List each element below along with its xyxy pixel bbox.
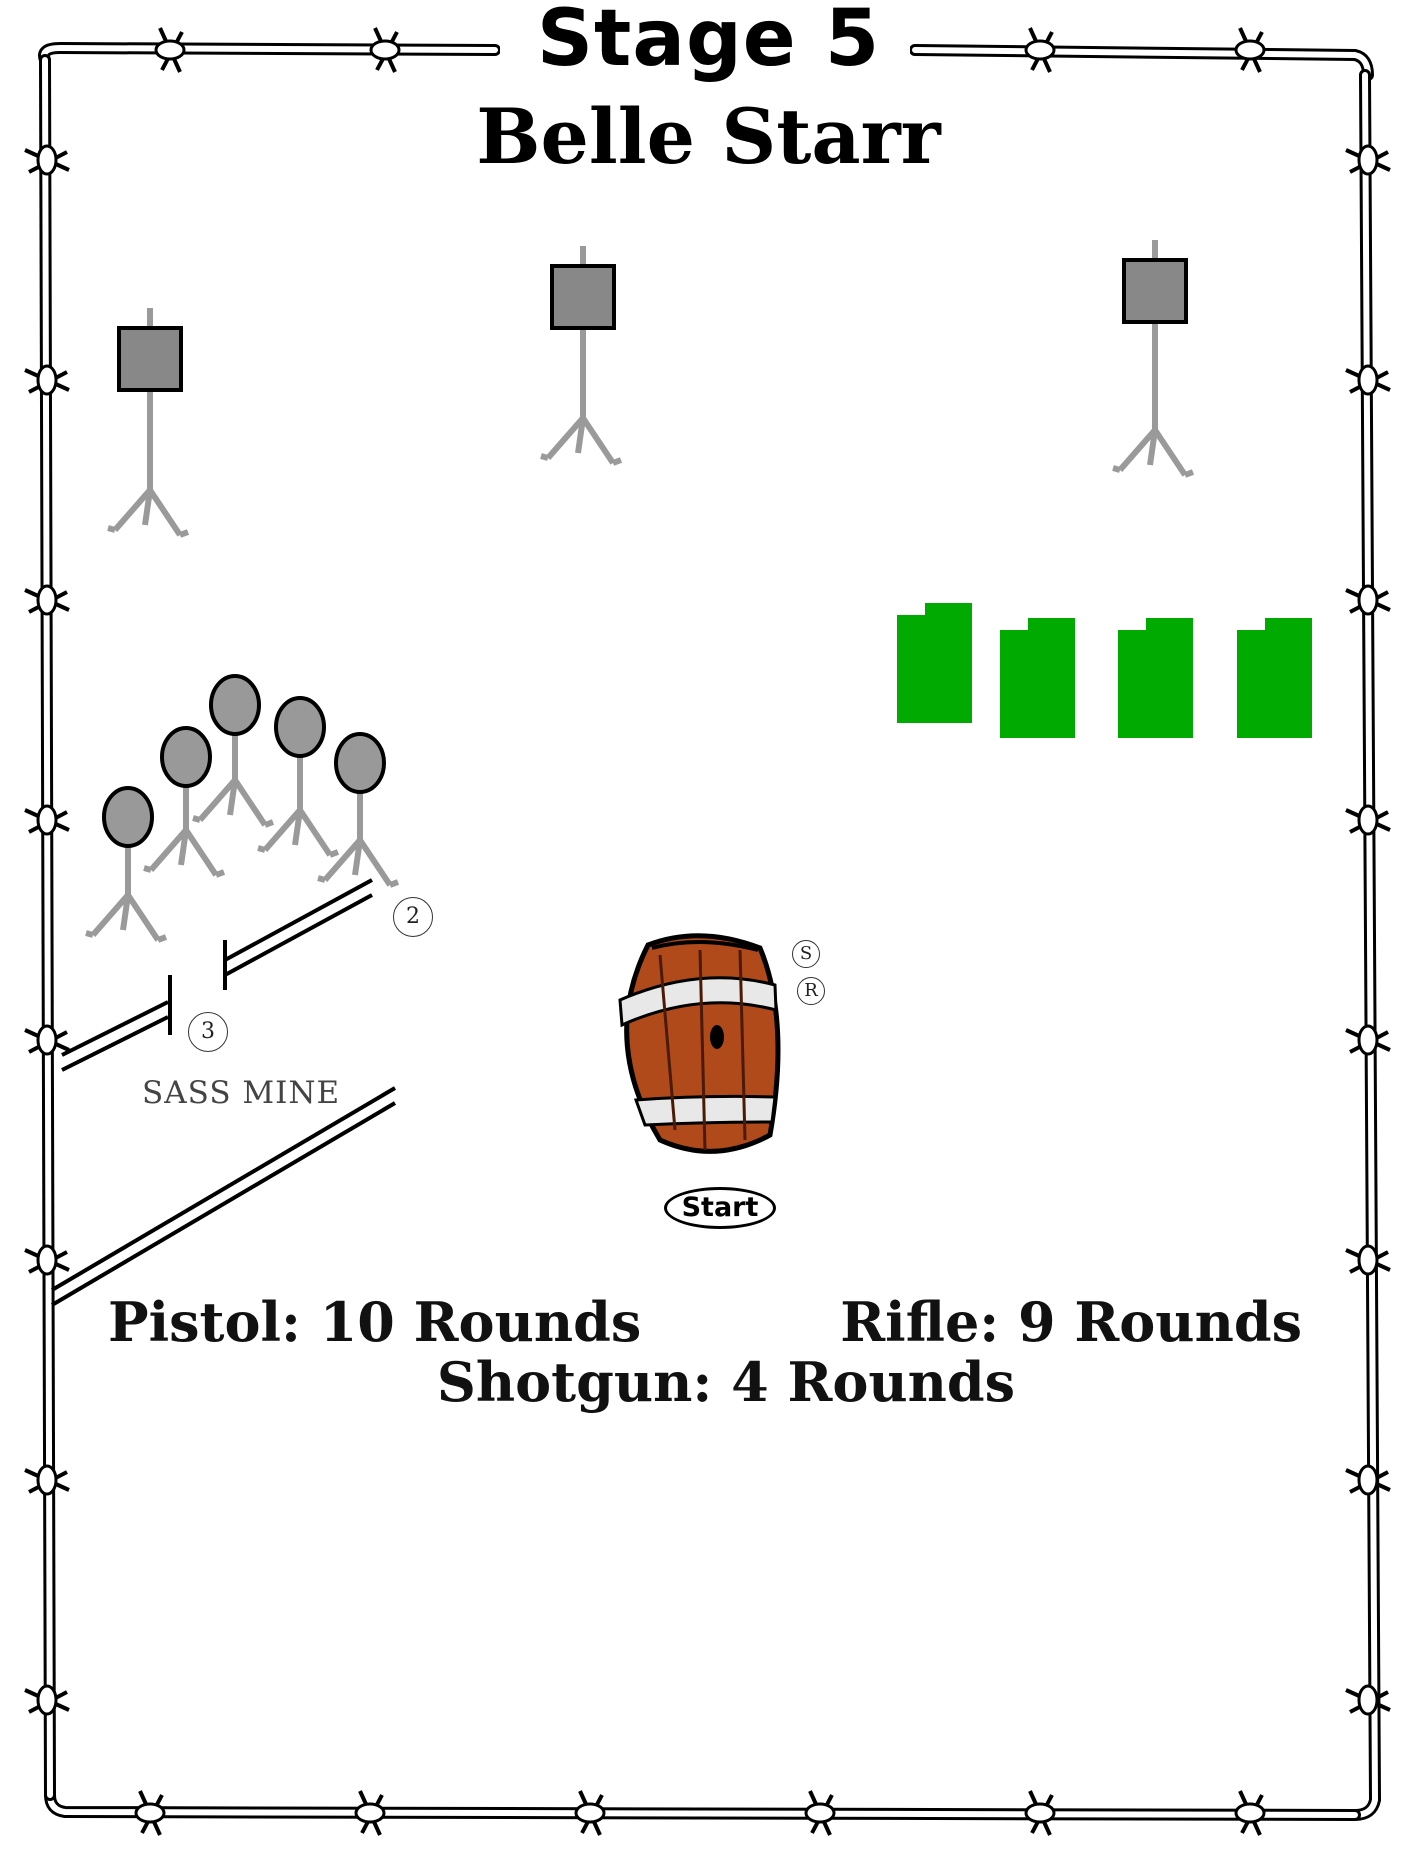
knockdown-top [1265,618,1312,638]
barb-icon [25,1026,69,1054]
knockdown-top [1028,618,1075,638]
knockdown-body [1000,630,1075,738]
barrel-icon [620,936,778,1152]
knockdown-target [1118,618,1193,738]
square-target [1113,240,1193,475]
knockdown-body [897,615,972,723]
shotgun-staging-marker: S [792,940,820,968]
square-target [108,308,188,535]
round-target [258,698,338,855]
fence-line [225,895,372,975]
barb-icon [25,586,69,614]
fence-line [225,880,372,960]
round-plate [336,734,384,792]
round-plate [211,676,259,734]
knockdown-top [925,603,972,623]
barb-icon [1346,1246,1390,1274]
barb-icon [356,1791,384,1835]
round-plate [276,698,324,756]
barb-icon [1346,1686,1390,1714]
barb-icon [576,1791,604,1835]
fence-line [52,1103,395,1305]
barb-icon [1236,1791,1264,1835]
barb-icon [25,1466,69,1494]
barb-icon [1346,1026,1390,1054]
barrel-bunghole [710,1025,724,1049]
square-target [541,246,621,463]
shotgun-knockdown-targets [897,603,1312,738]
barb-icon [25,1246,69,1274]
square-plate [119,328,181,390]
stage-number: Stage 5 [0,0,1417,84]
barb-icon [806,1791,834,1835]
barb-icon [1346,366,1390,394]
fence-line [52,1088,395,1290]
pistol-rounds: Pistol: 10 Rounds [108,1290,641,1354]
barb-icon [1346,1466,1390,1494]
square-plate [552,266,614,328]
pistol-square-targets [108,240,1193,535]
knockdown-body [1237,630,1312,738]
sass-mine-label: SASS MINE [142,1075,340,1111]
rifle-round-targets [86,676,398,940]
shotgun-rounds: Shotgun: 4 Rounds [0,1350,1417,1414]
knockdown-target [897,603,972,723]
barb-icon [1346,586,1390,614]
barb-icon [25,1686,69,1714]
rifle-rounds: Rifle: 9 Rounds [840,1290,1302,1354]
start-marker: Start [664,1187,776,1229]
barb-icon [136,1791,164,1835]
round-plate [162,728,210,786]
knockdown-top [1146,618,1193,638]
barb-icon [1346,806,1390,834]
position-2-marker: 2 [393,897,433,937]
round-target [318,734,398,885]
rifle-staging-marker: R [797,977,825,1005]
knockdown-target [1237,618,1312,738]
fence-line [62,1002,168,1055]
round-target [144,728,224,875]
position-3-marker: 3 [188,1012,228,1052]
fence-line [62,1017,168,1070]
stage-name: Belle Starr [0,92,1417,181]
barb-icon [25,366,69,394]
square-plate [1124,260,1186,322]
round-plate [104,788,152,846]
knockdown-target [1000,618,1075,738]
wire-strand-inner [50,1795,1355,1815]
barb-icon [25,806,69,834]
barb-icon [1026,1791,1054,1835]
knockdown-body [1118,630,1193,738]
